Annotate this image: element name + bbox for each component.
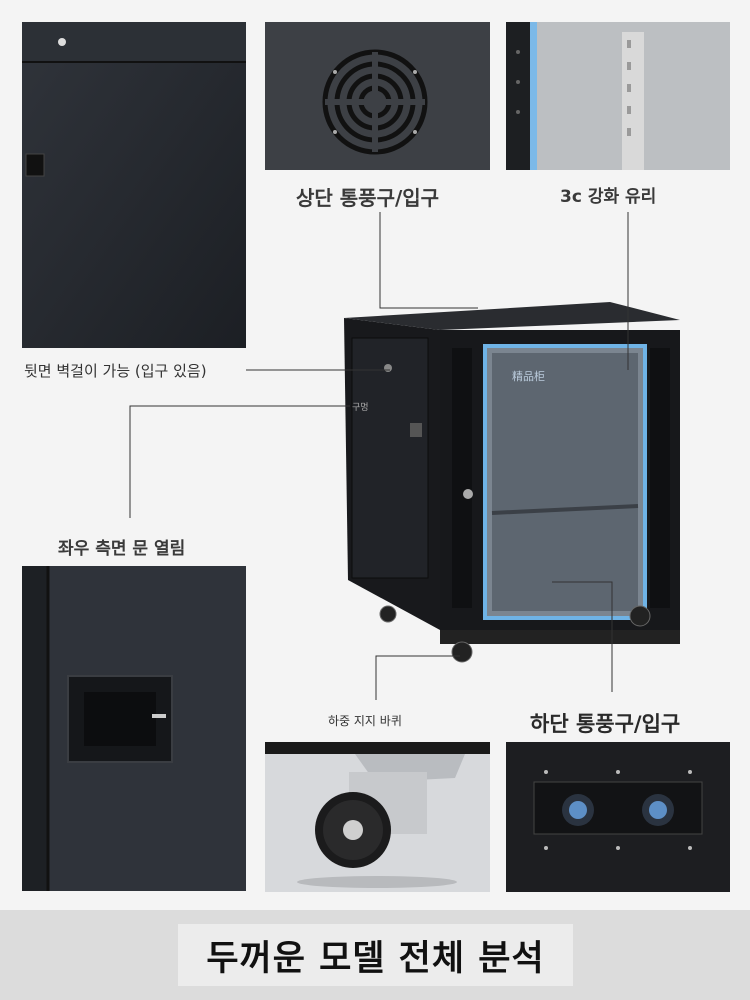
banner-title: 두꺼운 모델 전체 분석: [206, 938, 545, 979]
label-tempered-glass: 3c 강화 유리: [560, 187, 657, 207]
label-top-vent: 상단 통풍구/입구: [296, 186, 440, 210]
photo-side-door-handle: [22, 566, 246, 891]
banner-panel: 두꺼운 모델 전체 분석: [178, 924, 573, 986]
rear-panel-illustration: [22, 22, 246, 348]
server-cabinet-illustration: [344, 302, 680, 663]
photo-caster-wheel: [265, 742, 490, 892]
photo-glass-door: [506, 22, 730, 170]
bottom-fan-vent-icon: [506, 742, 730, 892]
cabinet-image: 精品柜: [340, 298, 690, 670]
cabinet-logo-text: 精品柜: [512, 370, 545, 383]
photo-bottom-vent: [506, 742, 730, 892]
door-handle-icon: [22, 566, 246, 891]
photo-rear-panel: [22, 22, 246, 348]
fan-grille-icon: [265, 22, 490, 170]
label-side-door: 좌우 측면 문 열림: [58, 539, 186, 559]
glass-door-illustration: [506, 22, 730, 170]
label-casters: 하중 지지 바퀴: [328, 714, 402, 728]
label-rear-wall-mount: 뒷면 벽걸이 가능 (입구 있음): [24, 362, 207, 380]
caster-wheel-icon: [265, 742, 490, 892]
bottom-banner: 두꺼운 모델 전체 분석: [0, 910, 750, 1000]
photo-top-vent: [265, 22, 490, 170]
label-bottom-vent: 하단 통풍구/입구: [530, 712, 681, 736]
label-hole: 구멍: [352, 403, 369, 413]
